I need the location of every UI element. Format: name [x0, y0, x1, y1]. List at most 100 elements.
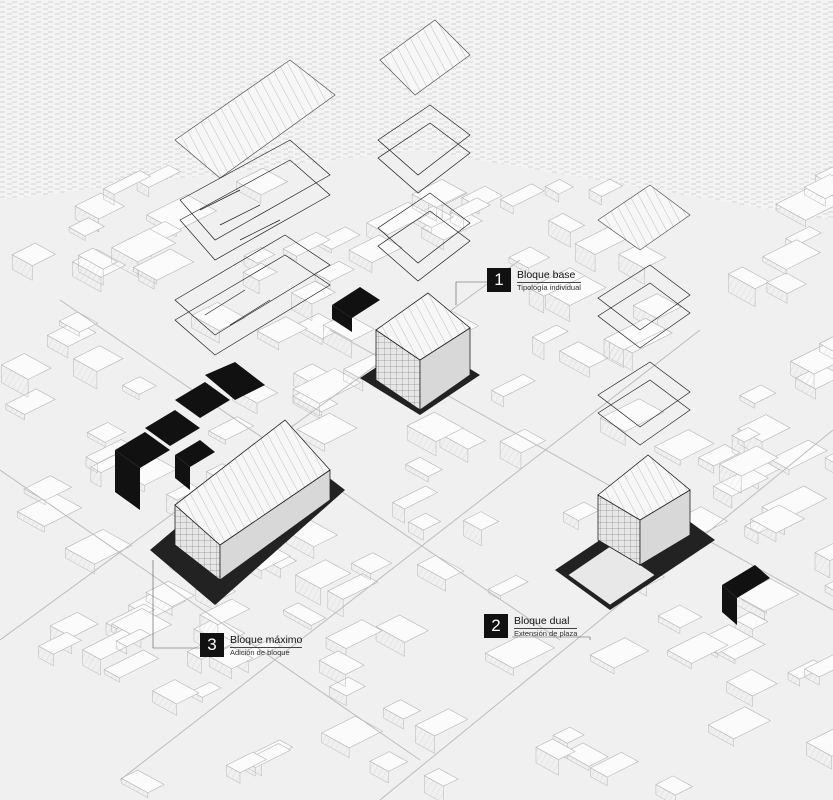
city-block-side [85, 456, 98, 474]
city-block-side [713, 485, 733, 509]
city-block-side [406, 425, 437, 457]
callout-subtitle: Tipología individual [517, 283, 581, 292]
city-block-side [766, 282, 788, 304]
city-block-side [282, 248, 297, 262]
exploded-plans-right [597, 184, 691, 446]
city-block-side [559, 350, 590, 379]
callout-bloque-maximo: 3 Bloque máximo Adición de bloque [200, 633, 303, 658]
city-block-side [708, 724, 734, 747]
callout-subtitle: Extensión de plaza [514, 629, 578, 638]
city-block-side [528, 287, 545, 314]
city-block-side [351, 562, 371, 581]
callout-title: Bloque máximo [230, 634, 303, 648]
callout-leaders [152, 281, 591, 649]
city-block-side [87, 432, 106, 448]
city-block-side [1, 364, 29, 398]
city-block-side [369, 760, 389, 784]
city-block-side [491, 389, 504, 408]
city-block-side [408, 521, 424, 541]
city-block-side [348, 249, 373, 274]
callout-subtitle: Adición de bloque [230, 648, 290, 657]
city-block-side [667, 649, 692, 670]
city-block-side [38, 645, 54, 667]
city-block-side [68, 226, 86, 241]
city-block-side [449, 210, 464, 230]
city-block-side [590, 767, 608, 787]
city-block-side [421, 227, 444, 251]
city-block-side [17, 511, 45, 533]
city-block-side [78, 254, 104, 286]
city-block-side [65, 547, 95, 575]
city-block-side [545, 291, 571, 323]
city-block-side [814, 552, 831, 579]
city-block-side [226, 764, 241, 784]
city-block-side [292, 388, 320, 417]
city-block-side [463, 519, 482, 547]
city-block-side [787, 672, 800, 687]
city-block-side [209, 656, 232, 680]
city-block-side [47, 334, 69, 359]
city-block-side [208, 430, 226, 445]
city-block-side [790, 360, 815, 389]
city-block-side [698, 457, 714, 474]
city-block-side [590, 654, 615, 675]
city-block-side [5, 403, 25, 421]
city-block-side [417, 564, 447, 592]
city-block-side [485, 652, 514, 677]
city-block-side [750, 518, 777, 543]
city-block-side [187, 651, 202, 674]
city-block-side [90, 466, 102, 488]
city-block-side [59, 320, 80, 337]
city-block-side [603, 338, 624, 369]
callout-title: Bloque dual [514, 615, 578, 629]
city-block-side [321, 732, 350, 759]
city-block-side [739, 394, 756, 409]
city-block-side [508, 256, 529, 274]
callout-number: 2 [484, 614, 508, 638]
city-block-side [319, 659, 346, 688]
city-block-side [405, 463, 429, 483]
city-block-side [191, 314, 220, 344]
streets [0, 259, 833, 800]
city-block-side [383, 707, 404, 730]
city-block-side [73, 358, 98, 390]
callout-bloque-dual: 2 Bloque dual Extensión de plaza [484, 614, 578, 639]
city-block-side [563, 511, 579, 531]
city-block-side [535, 746, 559, 776]
city-block-side [375, 626, 405, 657]
callout-bloque-base: 1 Bloque base Tipología individual [487, 268, 581, 293]
city-block-side [728, 273, 756, 308]
city-block-side [654, 445, 681, 466]
city-block-side [762, 256, 787, 275]
city-block-side [392, 502, 405, 524]
city-block-side [152, 690, 177, 716]
city-block-side [283, 609, 312, 631]
city-block-side [11, 254, 33, 281]
city-block-side [655, 784, 676, 800]
building-bloque-maximo [115, 362, 345, 605]
city-block-side [804, 186, 826, 207]
city-block-side [145, 591, 173, 616]
city-block-side [574, 243, 596, 273]
city-block-side [824, 457, 833, 473]
city-block-side [618, 253, 645, 285]
city-block-side [819, 343, 833, 360]
city-block-side [532, 336, 545, 361]
callout-title: Bloque base [517, 269, 581, 283]
city-block-side [103, 188, 115, 206]
city-block-side [806, 741, 832, 770]
city-block-side [719, 463, 742, 494]
city-block-side [775, 203, 806, 228]
city-block-side [136, 180, 150, 198]
city-block-side [544, 186, 560, 203]
city-block-side [548, 220, 571, 248]
city-block-side [82, 649, 101, 676]
city-block-side [500, 198, 514, 215]
city-block-side [122, 384, 140, 401]
exploded-plans-center [377, 19, 471, 282]
city-block [824, 581, 833, 591]
city-block-side [323, 324, 353, 359]
city-block-side [415, 724, 435, 754]
